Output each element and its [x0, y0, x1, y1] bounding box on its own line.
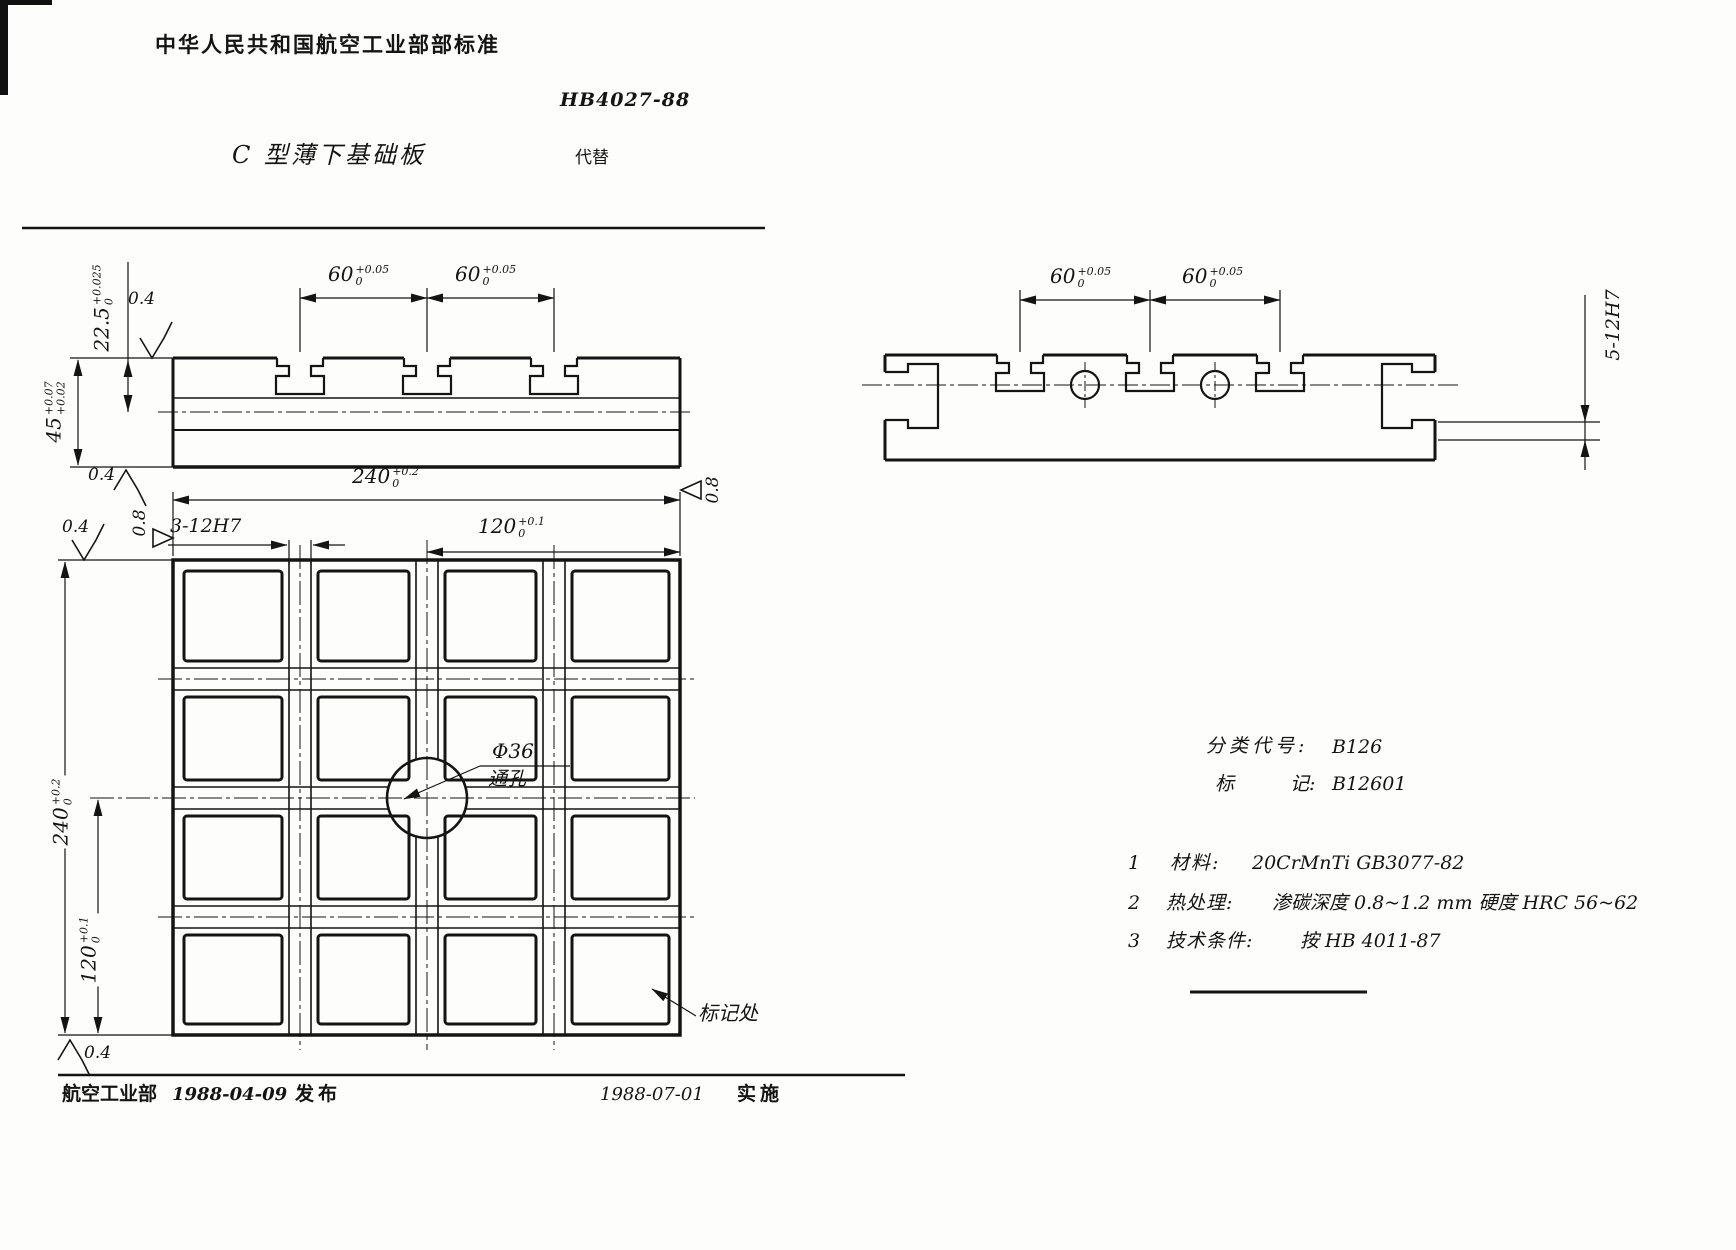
scan-marks — [0, 0, 52, 95]
note-value: 渗碳深度 0.8~1.2 mm 硬度 HRC 56~62 — [1272, 892, 1639, 914]
hole-diameter-label: Φ36 — [492, 739, 534, 763]
dim-45: 45 +0.07+0.02 — [41, 381, 67, 443]
classification-label: 分类代号: — [1206, 735, 1309, 757]
roughness-symbol — [57, 1038, 91, 1077]
end-view-dims — [1019, 290, 1600, 470]
roughness-symbol — [113, 468, 147, 507]
note-value: 按 HB 4011-87 — [1300, 930, 1441, 952]
roughness-symbol — [71, 523, 105, 562]
marking-value: B12601 — [1332, 773, 1407, 795]
note-label: 材料: — [1170, 852, 1221, 874]
datum-triangle-left — [152, 527, 175, 549]
note-label: 技术条件: — [1166, 930, 1254, 952]
side-view-dims — [70, 262, 555, 507]
footer-impl-date: 1988-07-01 — [600, 1084, 704, 1105]
datum-value-left: 0.8 — [130, 509, 151, 537]
hole-type-label: 通孔 — [488, 768, 527, 790]
doc-title: C 型薄下基础板 — [232, 141, 426, 169]
t-slot-section — [1254, 355, 1306, 393]
t-slot-section — [528, 358, 580, 396]
roughness-value: 0.4 — [62, 517, 90, 537]
standard-number: HB4027-88 — [560, 89, 691, 111]
t-slot-section — [994, 355, 1046, 393]
roughness-value: 0.4 — [128, 289, 156, 309]
pad-grid — [182, 569, 671, 1026]
end-view — [862, 353, 1458, 462]
roughness-value: 0.4 — [84, 1043, 112, 1063]
roughness-symbol — [139, 321, 173, 360]
classification-value: B126 — [1332, 736, 1383, 758]
note-number: 3 — [1128, 930, 1141, 952]
footer-release-label: 发布 — [295, 1084, 342, 1105]
t-slot-section — [274, 358, 326, 396]
slot-count-label: 3-12H7 — [170, 515, 242, 537]
t-slot-section — [401, 358, 453, 396]
mark-spot-label: 标记处 — [698, 1001, 758, 1025]
supersedes-label: 代替 — [575, 148, 609, 167]
org-title: 中华人民共和国航空工业部部标准 — [155, 34, 500, 57]
note-value: 20CrMnTi GB3077-82 — [1252, 852, 1465, 874]
side-view — [158, 356, 692, 469]
note-label: 热处理: — [1166, 892, 1234, 914]
footer-issuer: 航空工业部 — [62, 1084, 158, 1105]
plan-view-dims — [57, 479, 702, 1077]
footer-issue-date: 1988-04-09 — [172, 1084, 288, 1105]
slot-count-label-end: 5-12H7 — [1602, 289, 1625, 361]
footer-implement-label: 实施 — [737, 1084, 784, 1105]
plan-view — [90, 540, 695, 1050]
roughness-value: 0.4 — [88, 465, 116, 485]
note-number: 2 — [1128, 892, 1141, 914]
datum-triangle-right — [679, 479, 702, 501]
t-slot-section — [1124, 355, 1176, 393]
end-slot-left — [885, 362, 940, 430]
end-slot-right — [1380, 362, 1435, 430]
note-number: 1 — [1128, 852, 1141, 874]
marking-label: 标记: — [1215, 773, 1316, 795]
datum-value-right: 0.8 — [703, 476, 724, 504]
